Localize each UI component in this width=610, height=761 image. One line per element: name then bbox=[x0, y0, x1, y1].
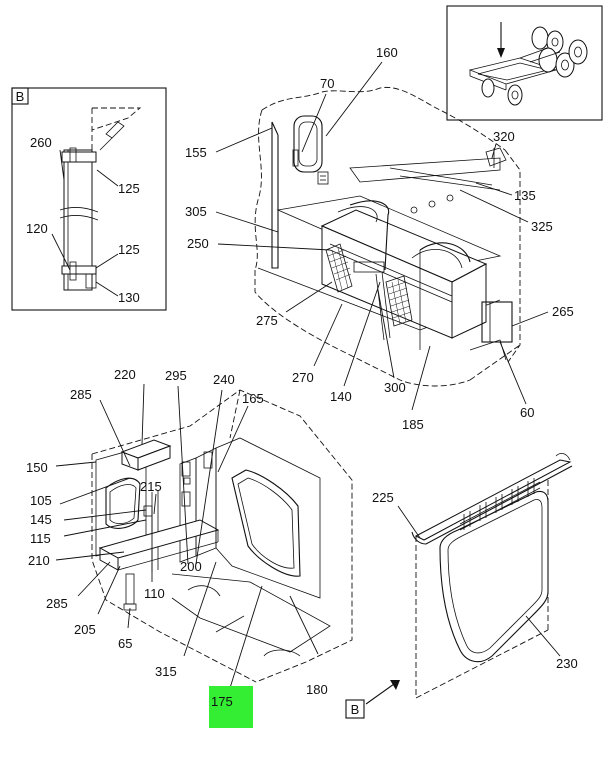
detail-b-inset: B bbox=[11, 87, 167, 311]
hatch-pad-right bbox=[385, 275, 413, 327]
callout-105: 105 bbox=[30, 493, 52, 508]
callout-110: 110 bbox=[144, 586, 165, 601]
callout-180: 180 bbox=[306, 682, 328, 697]
callout-150: 150 bbox=[26, 460, 48, 475]
callout-320: 320 bbox=[493, 129, 515, 144]
callout-labels: 260 125 120 125 130 70 160 155 320 135 3… bbox=[26, 45, 578, 709]
callout-140: 140 bbox=[330, 389, 352, 404]
callout-145: 145 bbox=[30, 512, 52, 527]
callout-215: 215 bbox=[140, 479, 162, 494]
callout-65: 65 bbox=[118, 636, 132, 651]
callout-155: 155 bbox=[185, 145, 207, 160]
callout-295: 295 bbox=[165, 368, 187, 383]
callout-325: 325 bbox=[531, 219, 553, 234]
callout-220: 220 bbox=[114, 367, 136, 382]
callout-135: 135 bbox=[514, 188, 536, 203]
callout-205: 205 bbox=[74, 622, 96, 637]
callout-125: 125 bbox=[118, 181, 140, 196]
callout-165: 165 bbox=[242, 391, 264, 406]
battery-box-assembly bbox=[215, 61, 549, 411]
callout-315: 315 bbox=[155, 664, 177, 679]
callout-225: 225 bbox=[372, 490, 394, 505]
callout-115: 115 bbox=[30, 531, 51, 546]
detail-b-label: B bbox=[16, 89, 25, 104]
callout-265: 265 bbox=[552, 304, 574, 319]
callout-130: 130 bbox=[118, 290, 140, 305]
callout-185: 185 bbox=[402, 417, 424, 432]
callout-210: 210 bbox=[28, 553, 50, 568]
truck-locator-inset bbox=[446, 5, 603, 121]
view-b-label: B bbox=[351, 702, 360, 717]
callout-260: 260 bbox=[30, 135, 52, 150]
callout-250: 250 bbox=[187, 236, 209, 251]
callout-285: 285 bbox=[70, 387, 92, 402]
callout-120: 120 bbox=[26, 221, 48, 236]
callout-160: 160 bbox=[376, 45, 398, 60]
callout-175: 175 bbox=[211, 694, 233, 709]
callout-305: 305 bbox=[185, 204, 207, 219]
callout-240: 240 bbox=[213, 372, 235, 387]
callout-300: 300 bbox=[384, 380, 406, 395]
callout-275: 275 bbox=[256, 313, 278, 328]
callout-125: 125 bbox=[118, 242, 140, 257]
callout-270: 270 bbox=[292, 370, 314, 385]
callout-70: 70 bbox=[320, 76, 334, 91]
highlight-175 bbox=[209, 686, 253, 728]
callout-60: 60 bbox=[520, 405, 534, 420]
lower-housing-assembly bbox=[55, 383, 353, 689]
hatch-pad-left bbox=[325, 243, 353, 293]
callout-200: 200 bbox=[180, 559, 202, 574]
callout-230: 230 bbox=[556, 656, 578, 671]
view-b-assembly: B bbox=[345, 452, 573, 719]
callout-285: 285 bbox=[46, 596, 68, 611]
